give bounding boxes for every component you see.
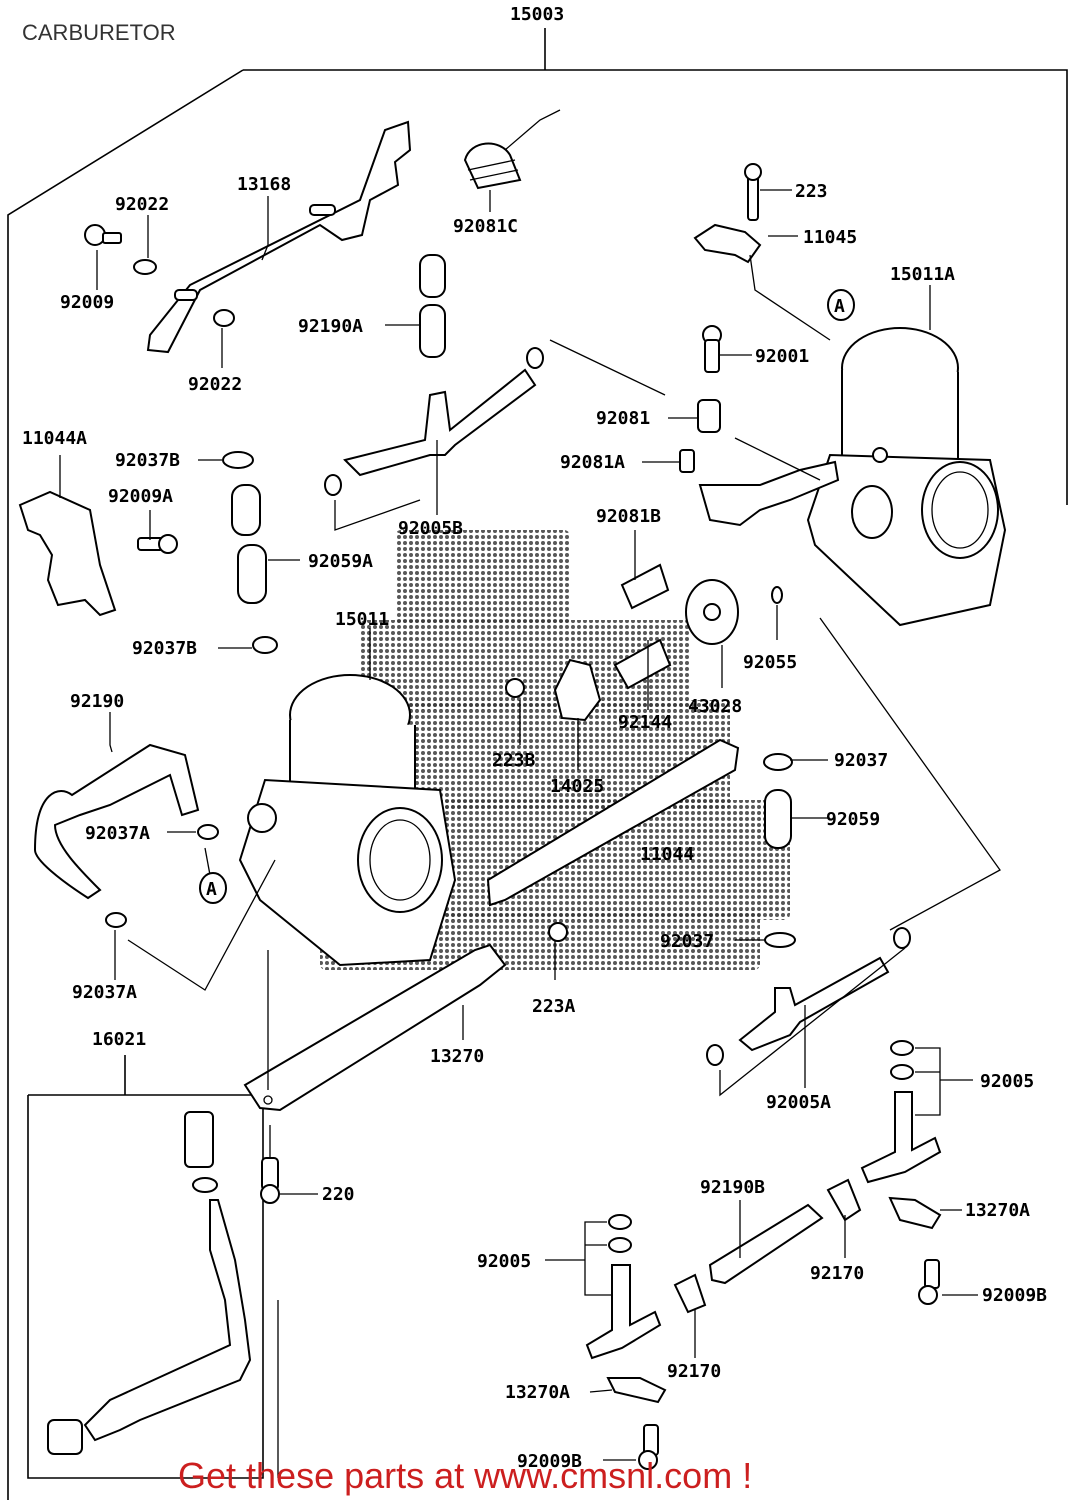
part-label: 16021 <box>92 1029 146 1050</box>
part-label: 92009B <box>982 1285 1047 1306</box>
part-label: 92190 <box>70 691 124 712</box>
part-label: 11045 <box>803 227 857 248</box>
assembly-outline <box>7 28 1068 1500</box>
part-label: 92081C <box>453 216 518 237</box>
part-label: 13168 <box>237 174 291 195</box>
part-label: 92037A <box>85 823 150 844</box>
part-label: 92009A <box>108 486 173 507</box>
part-label: 92055 <box>743 652 797 673</box>
part-label: 92005B <box>398 518 463 539</box>
part-label: 92037A <box>72 982 137 1003</box>
part-label: 11044A <box>22 428 87 449</box>
parts-artwork <box>18 109 1007 1470</box>
part-label: 92022 <box>188 374 242 395</box>
part-label: 92081A <box>560 452 625 473</box>
part-label: 223 <box>795 181 828 202</box>
part-label: 13270 <box>430 1046 484 1067</box>
callout-a-left: A <box>199 872 227 904</box>
callout-letter: A <box>834 296 845 317</box>
part-label: 92170 <box>810 1263 864 1284</box>
diagram-title: CARBURETOR <box>22 20 176 45</box>
part-label: 92037B <box>132 638 197 659</box>
callout-a-top: A <box>827 289 855 321</box>
part-label: 220 <box>322 1184 355 1205</box>
part-label: 92009B <box>517 1451 582 1472</box>
part-label: 92005A <box>766 1092 831 1113</box>
part-label: 92190A <box>298 316 363 337</box>
part-label: 11044 <box>640 844 694 865</box>
part-label: 92144 <box>618 712 672 733</box>
footer-link-text[interactable]: Get these parts at www.cmsnl.com ! <box>178 1455 752 1496</box>
part-label: 92081 <box>596 408 650 429</box>
part-label: 92022 <box>115 194 169 215</box>
part-label: 92170 <box>667 1361 721 1382</box>
part-label: 223B <box>492 750 536 771</box>
callout-letter: A <box>206 879 217 900</box>
part-label: 223A <box>532 996 576 1017</box>
part-label: 92005 <box>980 1071 1034 1092</box>
leader-lines <box>59 189 1001 1478</box>
part-label: 13270A <box>965 1200 1030 1221</box>
part-label: 13270A <box>505 1382 570 1403</box>
part-label: 92009 <box>60 292 114 313</box>
part-label: 92037 <box>834 750 888 771</box>
part-label: 43028 <box>688 696 742 717</box>
part-label: 92001 <box>755 346 809 367</box>
part-label: 15003 <box>510 4 564 25</box>
part-label: 92059 <box>826 809 880 830</box>
part-label: 92081B <box>596 506 661 527</box>
part-label: 15011 <box>335 609 389 630</box>
part-labels: 15003 13168 92022 92009 92022 92081C 921… <box>22 4 1047 1472</box>
part-label: 92037B <box>115 450 180 471</box>
part-label: 15011A <box>890 264 955 285</box>
part-label: 92190B <box>700 1177 765 1198</box>
part-label: 92059A <box>308 551 373 572</box>
part-label: 14025 <box>550 776 604 797</box>
part-label: 92037 <box>660 931 714 952</box>
part-label: 92005 <box>477 1251 531 1272</box>
